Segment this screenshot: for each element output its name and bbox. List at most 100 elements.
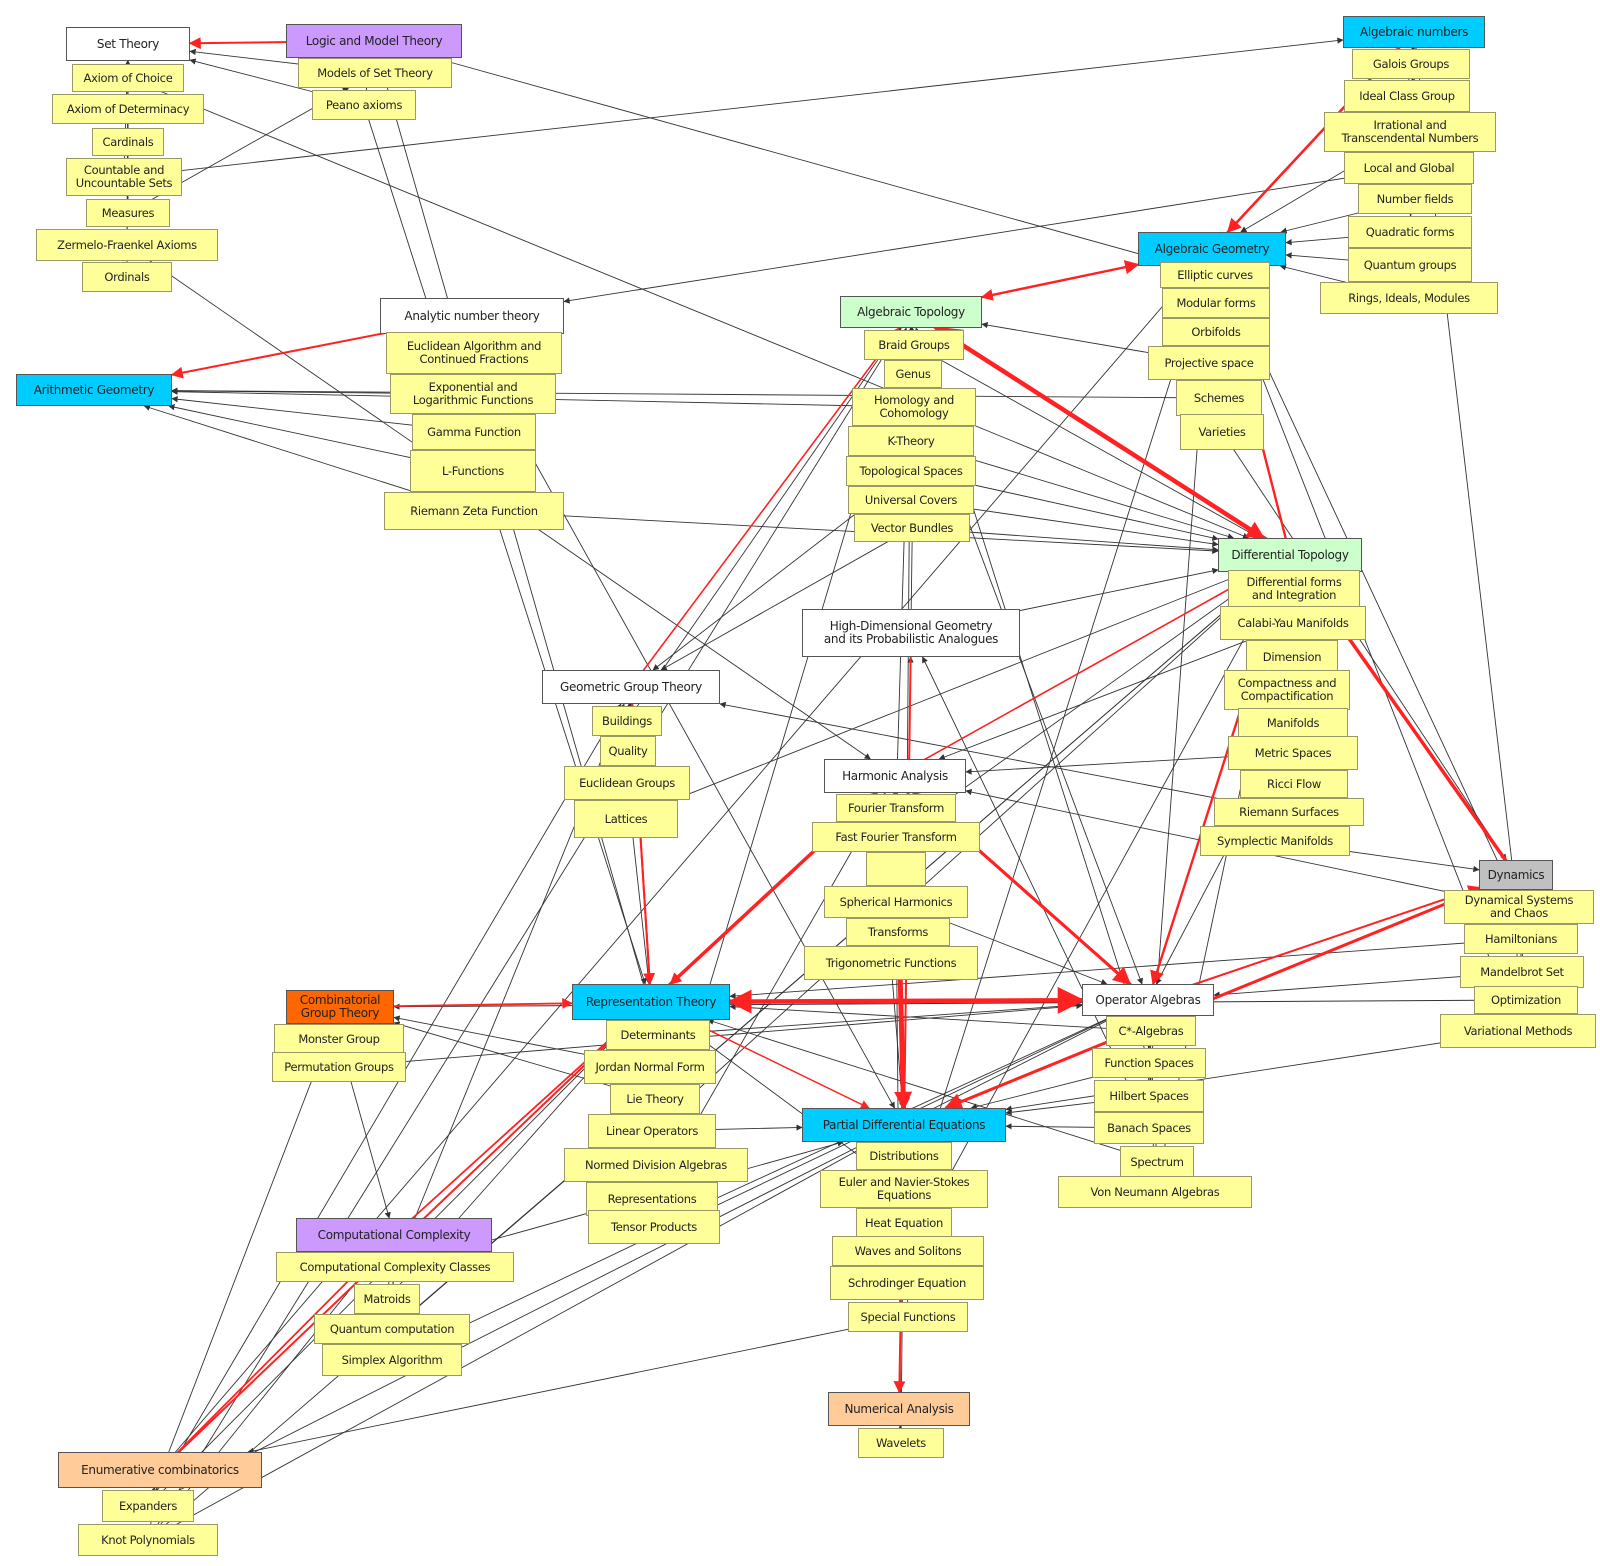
subtopic-node-spherical-harmonics: Spherical Harmonics bbox=[824, 886, 968, 918]
subtopic-node-c-algebras: C*-Algebras bbox=[1106, 1016, 1196, 1046]
topic-node-num: Numerical Analysis bbox=[828, 1392, 970, 1426]
subtopic-node-wavelets: Wavelets bbox=[858, 1428, 944, 1458]
subtopic-node-metric-spaces: Metric Spaces bbox=[1228, 736, 1358, 770]
subtopic-node-simplex-algorithm: Simplex Algorithm bbox=[322, 1344, 462, 1376]
subtopic-node-calabi-yau-manifolds: Calabi-Yau Manifolds bbox=[1220, 606, 1366, 640]
subtopic-node-manifolds: Manifolds bbox=[1238, 708, 1348, 738]
subtopic-node-zermelo-fraenkel-axioms: Zermelo-Fraenkel Axioms bbox=[36, 229, 218, 261]
subtopic-node-genus: Genus bbox=[884, 360, 942, 388]
subtopic-node-quantum-computation: Quantum computation bbox=[314, 1314, 470, 1344]
subtopic-node-euclidean-groups: Euclidean Groups bbox=[564, 766, 690, 800]
subtopic-node-normed-division-algebras: Normed Division Algebras bbox=[564, 1148, 748, 1182]
subtopic-node-ordinals: Ordinals bbox=[82, 262, 172, 292]
subtopic-node-exponential-and-logarithmic-functions: Exponential and Logarithmic Functions bbox=[390, 374, 556, 414]
topic-node-ant: Analytic number theory bbox=[380, 298, 564, 334]
subtopic-node-topological-spaces: Topological Spaces bbox=[846, 456, 976, 486]
subtopic-node-quadratic-forms: Quadratic forms bbox=[1348, 216, 1472, 248]
subtopic-node-braid-groups: Braid Groups bbox=[864, 330, 964, 360]
link-180 bbox=[473, 352, 895, 1109]
topic-node-pde: Partial Differential Equations bbox=[802, 1108, 1006, 1142]
subtopic-node-irrational-and-transcendental-numbers: Irrational and Transcendental Numbers bbox=[1324, 112, 1496, 152]
subtopic-node-permutation-groups: Permutation Groups bbox=[272, 1052, 406, 1082]
subtopic-node-spectrum: Spectrum bbox=[1120, 1146, 1194, 1178]
subtopic-node-k-theory: K-Theory bbox=[848, 426, 974, 456]
subtopic-node-ricci-flow: Ricci Flow bbox=[1240, 770, 1348, 798]
link-92 bbox=[127, 77, 1250, 539]
strong-link-191 bbox=[910, 310, 1266, 540]
subtopic-node-euler-and-navier-stokes-equations: Euler and Navier-Stokes Equations bbox=[820, 1170, 988, 1208]
subtopic-node-vector-bundles: Vector Bundles bbox=[854, 514, 970, 542]
topic-node-rep: Representation Theory bbox=[572, 984, 730, 1020]
subtopic-node-peano-axioms: Peano axioms bbox=[312, 90, 416, 120]
subtopic-node-lie-theory: Lie Theory bbox=[610, 1084, 700, 1114]
topic-node-cgt: Combinatorial Group Theory bbox=[286, 990, 394, 1024]
link-98 bbox=[171, 387, 1220, 399]
subtopic-node-lattices: Lattices bbox=[574, 800, 678, 838]
subtopic-node-riemann-surfaces: Riemann Surfaces bbox=[1214, 798, 1364, 826]
topic-node-cc: Computational Complexity bbox=[296, 1218, 492, 1252]
subtopic-node-schrodinger-equation: Schrodinger Equation bbox=[830, 1266, 984, 1300]
link-117 bbox=[625, 571, 1248, 820]
subtopic-node-function-spaces: Function Spaces bbox=[1092, 1048, 1206, 1078]
subtopic-node-cardinals: Cardinals bbox=[92, 128, 164, 156]
topic-node-ggt: Geometric Group Theory bbox=[542, 670, 720, 704]
strong-link-198 bbox=[943, 873, 1517, 1111]
subtopic-node-monster-group: Monster Group bbox=[274, 1024, 404, 1054]
subtopic-node-ideal-class-group: Ideal Class Group bbox=[1344, 80, 1470, 112]
link-122 bbox=[938, 622, 1294, 760]
subtopic-node-euclidean-algorithm-and-continued-fractions: Euclidean Algorithm and Continued Fracti… bbox=[386, 332, 562, 374]
topic-node-opalg: Operator Algebras bbox=[1082, 984, 1214, 1016]
link-135 bbox=[657, 1001, 1083, 1036]
subtopic-node-heat-equation: Heat Equation bbox=[856, 1208, 952, 1238]
subtopic-node-compactness-and-compactification: Compactness and Compactification bbox=[1224, 670, 1350, 710]
subtopic-node-orbifolds: Orbifolds bbox=[1162, 318, 1270, 346]
link-89 bbox=[123, 37, 1344, 178]
subtopic-node-quantum-groups: Quantum groups bbox=[1348, 248, 1472, 282]
link-175 bbox=[159, 265, 1198, 1471]
subtopic-node-axiom-of-choice: Axiom of Choice bbox=[72, 64, 184, 92]
subtopic-node-dynamical-systems-and-chaos: Dynamical Systems and Chaos bbox=[1444, 890, 1594, 924]
subtopic-node-distributions: Distributions bbox=[856, 1142, 952, 1170]
topic-node-algtop: Algebraic Topology bbox=[840, 296, 982, 328]
link-161 bbox=[338, 1002, 1083, 1068]
subtopic-node-tensor-products: Tensor Products bbox=[588, 1210, 720, 1244]
subtopic-node-models-of-set-theory: Models of Set Theory bbox=[298, 58, 452, 88]
link-158 bbox=[247, 1316, 909, 1454]
link-125 bbox=[719, 701, 1290, 813]
subtopic-node-rings-ideals-modules: Rings, Ideals, Modules bbox=[1320, 282, 1498, 314]
subtopic-node-mandelbrot-set: Mandelbrot Set bbox=[1460, 956, 1584, 988]
subtopic-node-transforms: Transforms bbox=[846, 918, 950, 946]
strong-link-194 bbox=[894, 571, 1261, 777]
subtopic-node-differential-forms-and-integration: Differential forms and Integration bbox=[1228, 570, 1360, 608]
subtopic-node-universal-covers: Universal Covers bbox=[848, 486, 974, 514]
link-183 bbox=[1221, 431, 1507, 861]
subtopic-node-galois-groups: Galois Groups bbox=[1352, 49, 1470, 79]
subtopic-node-expanders: Expanders bbox=[102, 1490, 194, 1522]
link-168 bbox=[147, 703, 622, 1507]
link-148 bbox=[707, 1018, 1158, 1163]
subtopic-node-fast-fourier-transform: Fast Fourier Transform bbox=[812, 822, 980, 852]
subtopic-node-riemann-zeta-function: Riemann Zeta Function bbox=[384, 492, 564, 530]
subtopic-node-special-functions: Special Functions bbox=[848, 1302, 968, 1332]
subtopic-node-trigonometric-functions: Trigonometric Functions bbox=[804, 946, 978, 980]
link-101 bbox=[434, 56, 1216, 276]
strong-link-215 bbox=[1147, 885, 1481, 1001]
subtopic-node-number-fields: Number fields bbox=[1358, 184, 1472, 214]
subtopic-node-hilbert-spaces: Hilbert Spaces bbox=[1094, 1080, 1204, 1112]
subtopic-node-measures: Measures bbox=[86, 199, 170, 227]
link-130 bbox=[1005, 1030, 1519, 1112]
subtopic-node-quality: Quality bbox=[600, 736, 656, 766]
subtopic-node-l-functions: L-Functions bbox=[410, 450, 536, 492]
strong-link-196 bbox=[727, 989, 1149, 1014]
topic-node-difftop: Differential Topology bbox=[1218, 538, 1362, 572]
link-106 bbox=[913, 344, 1261, 539]
topic-node-dyn: Dynamics bbox=[1479, 860, 1553, 890]
subtopic-node-projective-space: Projective space bbox=[1148, 346, 1270, 380]
link-181 bbox=[363, 104, 647, 985]
subtopic-node-matroids: Matroids bbox=[354, 1284, 420, 1314]
link-144 bbox=[729, 1003, 1152, 1032]
subtopic-node-axiom-of-determinacy: Axiom of Determinacy bbox=[52, 94, 204, 124]
subtopic-node-elliptic-curves: Elliptic curves bbox=[1160, 262, 1270, 288]
subtopic-node-optimization: Optimization bbox=[1474, 986, 1578, 1014]
